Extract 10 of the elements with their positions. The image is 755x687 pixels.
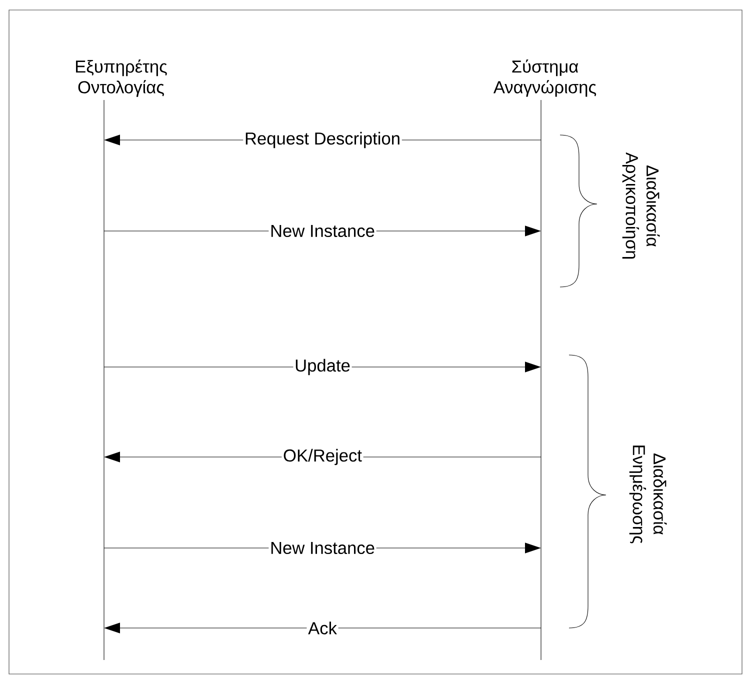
lifeline: Εξυπηρέτης Οντολογίας bbox=[76, 59, 167, 660]
lifeline: Σύστημα Αναγνώρισης bbox=[493, 59, 596, 660]
section-label: Διαδικασία Ενημέρωσης bbox=[629, 446, 667, 544]
edge-label: OK/Reject bbox=[282, 448, 364, 466]
section-label: Διαδικασία Αρχικοποίηση bbox=[622, 152, 660, 259]
edge-label: Update bbox=[293, 358, 352, 376]
edge-label: Ack bbox=[306, 620, 338, 636]
edge-label: Request Description bbox=[243, 130, 402, 150]
edge-label: New Instance bbox=[268, 224, 376, 238]
edge-label: New Instance bbox=[268, 540, 376, 556]
